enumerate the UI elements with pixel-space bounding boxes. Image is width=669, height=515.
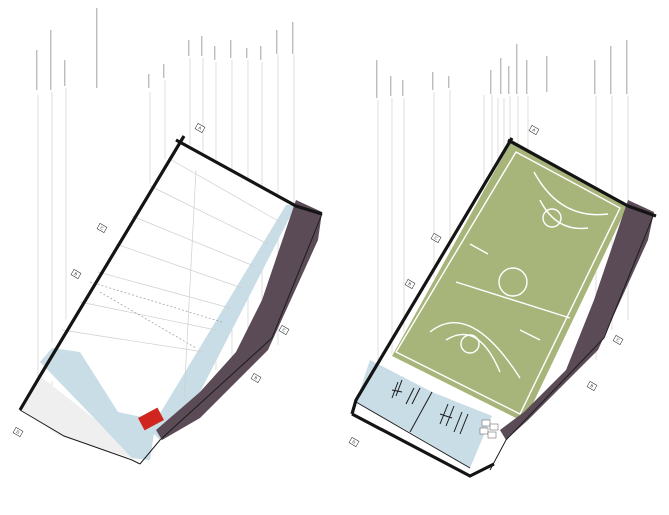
left-hall-floor [40, 138, 296, 430]
left-ramp [22, 376, 132, 458]
svg-text:D: D [15, 429, 20, 435]
left-outer-wall [18, 135, 186, 411]
left-top-wall [175, 138, 323, 216]
svg-text:C: C [433, 235, 438, 241]
left-service-block [156, 200, 322, 440]
left-axis-tag-a: A [194, 123, 206, 133]
right-outer-wall [350, 137, 514, 415]
left-ice-foyer [40, 348, 156, 460]
right-top-wall [507, 138, 657, 218]
svg-text:C: C [281, 327, 286, 333]
left-ice-strip [150, 205, 296, 440]
svg-text:B: B [589, 383, 594, 389]
svg-text:A: A [197, 125, 202, 131]
right-leader-notes [376, 40, 628, 98]
right-court-floor [392, 140, 628, 422]
left-axis-tag-e: B [250, 373, 262, 383]
left-axis-tag-f: C [278, 325, 290, 335]
right-axis-tag-e: B [586, 381, 598, 391]
left-inner-wall [139, 213, 323, 465]
left-base-line [19, 409, 141, 465]
right-inner-wall [489, 213, 655, 471]
svg-text:D: D [351, 439, 356, 445]
right-locker-room-2 [410, 392, 492, 468]
left-floor-grid [61, 157, 281, 401]
right-locker-fixtures [355, 379, 471, 469]
right-base-line [351, 412, 495, 478]
svg-text:C: C [615, 337, 620, 343]
left-red-equipment [138, 407, 164, 431]
svg-text:B: B [253, 375, 258, 381]
right-axis-tag-c: C [430, 233, 442, 243]
right-plan: A B C D B C [348, 40, 657, 478]
right-locker-room-1 [356, 360, 432, 432]
right-axis-tag-b: B [404, 279, 416, 289]
right-wc-cluster [479, 419, 499, 439]
svg-text:B: B [407, 281, 412, 287]
svg-text:B: B [73, 271, 78, 277]
left-axis-tag-d: D [12, 427, 24, 437]
svg-text:C: C [99, 225, 104, 231]
left-axis-tag-b: B [70, 269, 82, 279]
right-axis-tag-a: A [528, 125, 540, 135]
svg-text:A: A [531, 127, 536, 133]
right-axis-tag-f: C [612, 335, 624, 345]
right-service-block [500, 200, 654, 440]
right-court-markings [395, 151, 621, 415]
left-plan: A B C D B C [12, 8, 323, 465]
right-axis-tag-d: D [348, 437, 360, 447]
left-leader-notes [36, 8, 294, 90]
left-axis-tag-c: C [96, 223, 108, 233]
